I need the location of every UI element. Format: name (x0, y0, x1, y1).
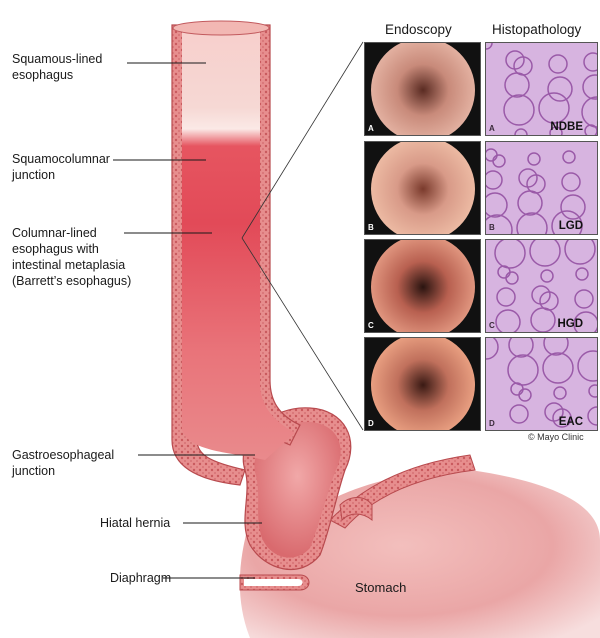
header-histopathology: Histopathology (492, 22, 582, 37)
label-line: Squamous-lined (12, 52, 103, 66)
panel-letter: A (489, 124, 495, 133)
endoscopy-view (371, 338, 475, 430)
panel-grade: HGD (557, 318, 583, 330)
panel-letter: D (489, 419, 495, 428)
panel-letter: C (368, 321, 374, 330)
panel-grade: NDBE (550, 121, 583, 133)
label-line: (Barrett’s esophagus) (12, 274, 132, 288)
panel-grade: EAC (558, 416, 583, 428)
histology-texture (486, 338, 597, 430)
endoscopy-view (371, 142, 475, 234)
label-columnar-lined: Columnar-lined esophagus with intestinal… (12, 225, 131, 289)
panel-letter: D (368, 419, 374, 428)
histology-texture (486, 240, 597, 332)
endoscopy-view (371, 43, 475, 135)
endoscopy-image-b: B (364, 141, 481, 235)
label-diaphragm: Diaphragm (110, 571, 172, 585)
label-line: Gastroesophageal (12, 448, 115, 462)
diaphragm-right (339, 497, 373, 522)
histology-texture (486, 142, 597, 234)
label-squamous-lined: Squamous-lined esophagus (12, 51, 102, 83)
panel-letter: B (489, 223, 495, 232)
panel-letter: B (368, 223, 374, 232)
histopathology-image-a: A NDBE (485, 42, 598, 136)
endoscopy-view (371, 240, 475, 332)
panel-grade: LGD (558, 220, 583, 232)
histology-texture (486, 43, 597, 135)
label-line: junction (12, 464, 56, 478)
credit-text: © Mayo Clinic (528, 432, 584, 442)
endoscopy-image-c: C (364, 239, 481, 333)
label-stomach: Stomach (355, 580, 407, 595)
endoscopy-image-d: D (364, 337, 481, 431)
label-line: esophagus with (12, 242, 99, 256)
panel-letter: C (489, 321, 495, 330)
histopathology-image-b: B LGD (485, 141, 598, 235)
endoscopy-image-a: A (364, 42, 481, 136)
label-line: Squamocolumnar (12, 152, 110, 166)
label-line: Columnar-lined (12, 226, 97, 240)
histopathology-image-c: C HGD (485, 239, 598, 333)
label-line: junction (12, 168, 56, 182)
label-squamocolumnar: Squamocolumnar junction (12, 151, 110, 183)
label-hiatal-hernia: Hiatal hernia (100, 516, 171, 530)
histopathology-image-d: D EAC (485, 337, 598, 431)
header-endoscopy: Endoscopy (385, 22, 452, 37)
label-gastroesophageal: Gastroesophageal junction (12, 447, 114, 479)
label-line: intestinal metaplasia (12, 258, 126, 272)
leader-lines (113, 62, 262, 579)
panel-letter: A (368, 124, 374, 133)
zoom-lines (241, 41, 364, 431)
esophagus-lumen (182, 30, 295, 460)
label-line: esophagus (12, 68, 74, 82)
